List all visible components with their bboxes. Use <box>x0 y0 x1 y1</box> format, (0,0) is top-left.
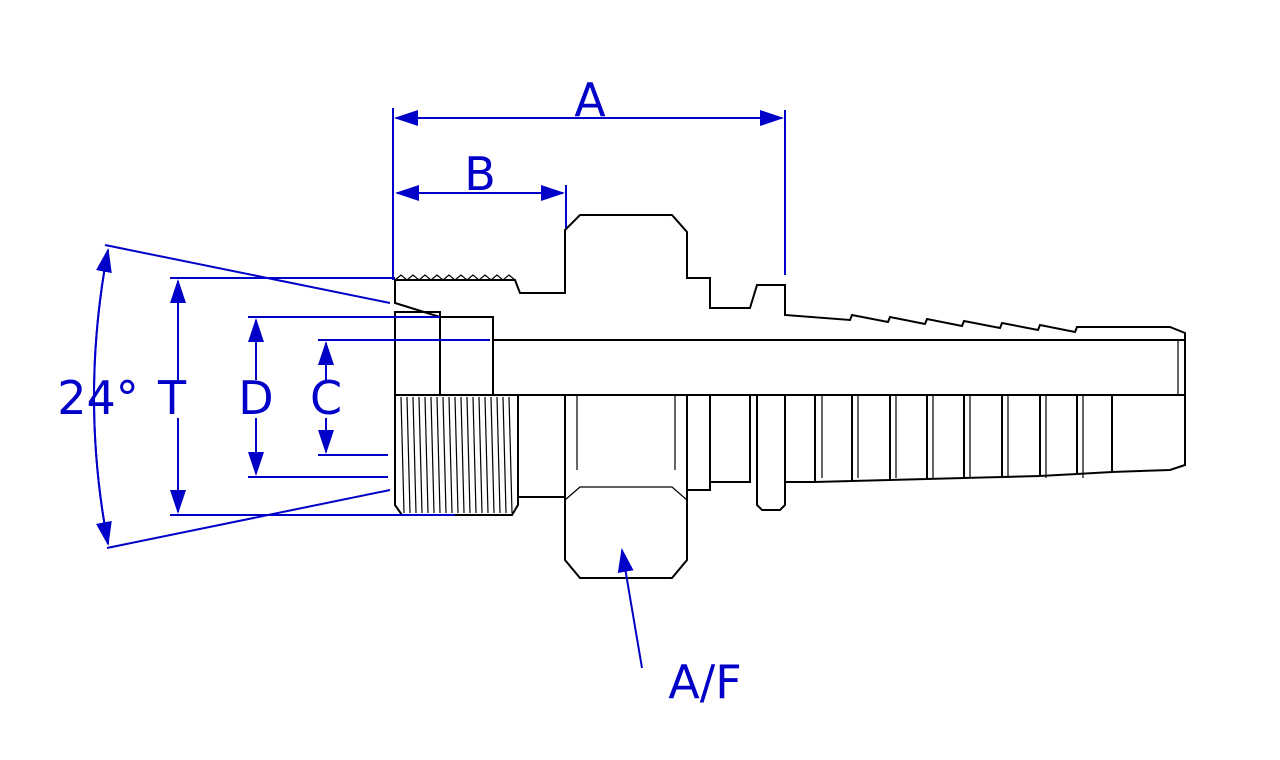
external-view-lower <box>394 394 1186 579</box>
thread-line <box>448 396 453 514</box>
label-C: C <box>310 371 342 425</box>
thread-line <box>412 396 417 514</box>
thread-line <box>484 396 489 514</box>
thread-teeth-upper <box>394 274 516 281</box>
thread-line <box>436 396 441 514</box>
thread-line <box>424 396 429 514</box>
dimension-D: D <box>238 316 440 478</box>
dimension-B: B <box>395 147 567 228</box>
thread-line <box>466 396 471 514</box>
thread-line <box>454 396 459 514</box>
label-D: D <box>238 371 273 425</box>
label-T: T <box>157 371 187 425</box>
thread-line <box>496 396 501 514</box>
thread-line <box>478 396 483 514</box>
label-A: A <box>574 73 606 127</box>
thread-line <box>502 396 507 514</box>
thread-line <box>472 396 477 514</box>
thread-line <box>400 396 405 514</box>
dimension-T: T <box>157 277 455 516</box>
dimension-A: A <box>392 73 786 280</box>
thread-line <box>406 396 411 514</box>
thread-line <box>490 396 495 514</box>
thread-line <box>418 396 423 514</box>
dimension-C: C <box>310 339 490 456</box>
bore <box>493 333 1186 465</box>
dimension-AF: A/F <box>617 548 742 709</box>
thread-line <box>430 396 435 514</box>
label-B: B <box>464 147 496 201</box>
thread-lines <box>400 396 513 514</box>
thread-line <box>460 396 465 514</box>
thread-line <box>508 396 513 514</box>
dimension-angle: 24° <box>57 244 391 549</box>
section-view-upper <box>394 214 1186 396</box>
thread-line <box>442 396 447 514</box>
label-AF: A/F <box>668 655 741 709</box>
label-angle: 24° <box>57 371 139 425</box>
